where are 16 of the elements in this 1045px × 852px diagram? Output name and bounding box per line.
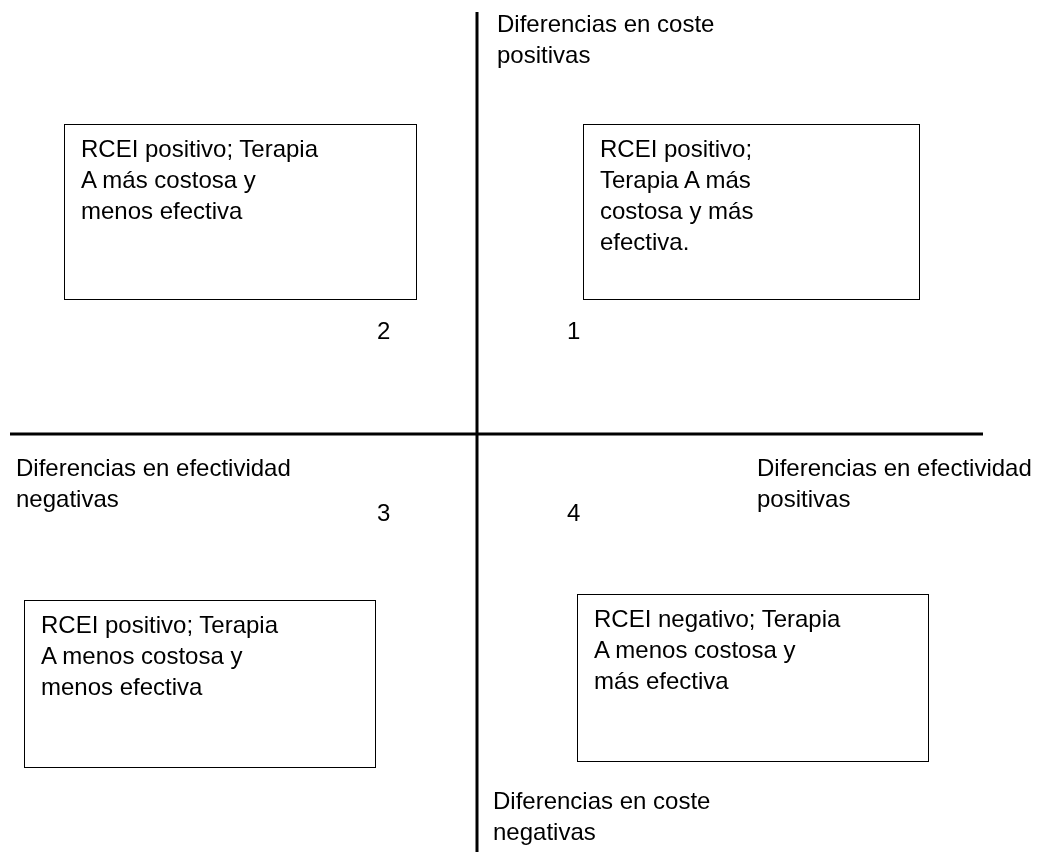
box-text: RCEI positivo; Terapia A más costosa y menos efectiva xyxy=(81,134,319,226)
quadrant-number: 3 xyxy=(377,498,391,528)
text-box xyxy=(24,600,376,768)
box-text: RCEI negativo; Terapia A menos costosa y más efectiva xyxy=(594,604,842,696)
text-box xyxy=(583,124,920,300)
box-text: RCEI positivo; Terapia A más costosa y más efectiva. xyxy=(600,134,755,257)
axis-label: Diferencias en efectividad negativas xyxy=(16,453,292,514)
quadrant-number: 1 xyxy=(567,316,581,346)
text-box xyxy=(577,594,929,762)
axis-label: Diferencias en efectividad positivas xyxy=(757,453,1033,514)
text-box xyxy=(64,124,417,300)
axis-label: Diferencias en coste negativas xyxy=(493,786,712,847)
quadrant-number: 2 xyxy=(377,316,391,346)
quadrant-number: 4 xyxy=(567,498,581,528)
box-text: RCEI positivo; Terapia A menos costosa y menos efectiva xyxy=(41,610,279,702)
axis-label: Diferencias en coste positivas xyxy=(497,9,716,70)
